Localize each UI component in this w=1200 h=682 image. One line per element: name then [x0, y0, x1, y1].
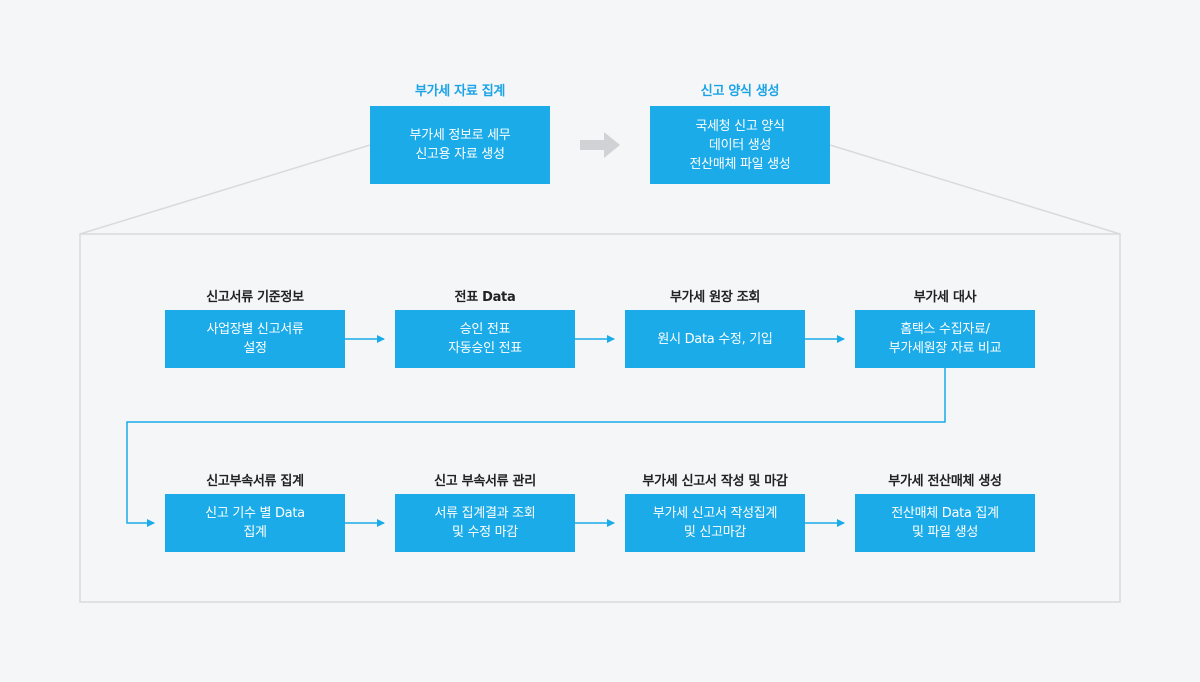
box-line: 원시 Data 수정, 기입 [657, 331, 773, 347]
box-line: 부가세 신고서 작성집계 [652, 506, 778, 521]
row1-label-3: 부가세 원장 조회 [669, 290, 761, 305]
box-line: 서류 집계결과 조회 [434, 506, 536, 521]
row2-label-2: 신고 부속서류 관리 [434, 474, 536, 489]
top-left-label: 부가세 자료 집계 [414, 84, 506, 99]
box-line: 및 파일 생성 [912, 525, 978, 540]
box-line: 승인 전표 [459, 322, 511, 337]
box-line: 및 신고마감 [683, 525, 747, 540]
box-line: 데이터 생성 [708, 137, 772, 153]
box-line: 신고용 자료 생성 [415, 147, 505, 162]
row1-label-2: 전표 Data [454, 290, 516, 305]
detail-frame [79, 233, 1121, 603]
box-line: 설정 [243, 341, 267, 356]
row2-box-1: 신고 기수 별 Data 집계 [165, 494, 345, 552]
box-line: 홈택스 수집자료/ [900, 322, 990, 337]
box-line: 부가세 정보로 세무 [409, 128, 511, 143]
box-line: 및 수정 마감 [452, 525, 518, 540]
box-line: 전산매체 파일 생성 [689, 156, 791, 172]
row2-label-4: 부가세 전산매체 생성 [888, 474, 1002, 489]
box-line: 집계 [243, 525, 267, 540]
zoom-line-right [829, 144, 1121, 235]
box-line: 자동승인 전표 [448, 341, 522, 356]
box-line: 전산매체 Data 집계 [891, 506, 999, 521]
top-right-label: 신고 양식 생성 [700, 84, 780, 99]
box-line: 부가세원장 자료 비교 [888, 341, 1002, 356]
top-flow-arrow [580, 132, 620, 158]
row2-label-3: 부가세 신고서 작성 및 마감 [642, 474, 788, 489]
zoom-line-left [79, 144, 371, 235]
box-line: 신고 기수 별 Data [205, 506, 305, 521]
row1-label-4: 부가세 대사 [913, 290, 977, 305]
row1-box-3: 원시 Data 수정, 기입 [625, 310, 805, 368]
box-line: 사업장별 신고서류 [206, 322, 304, 337]
row1-box-4: 홈택스 수집자료/부가세원장 자료 비교 [855, 310, 1035, 368]
arrow-wrap [126, 368, 946, 527]
box-line: 국세청 신고 양식 [695, 118, 785, 134]
row1-label-1: 신고서류 기준정보 [206, 290, 304, 305]
row2-label-1: 신고부속서류 집계 [206, 474, 304, 489]
